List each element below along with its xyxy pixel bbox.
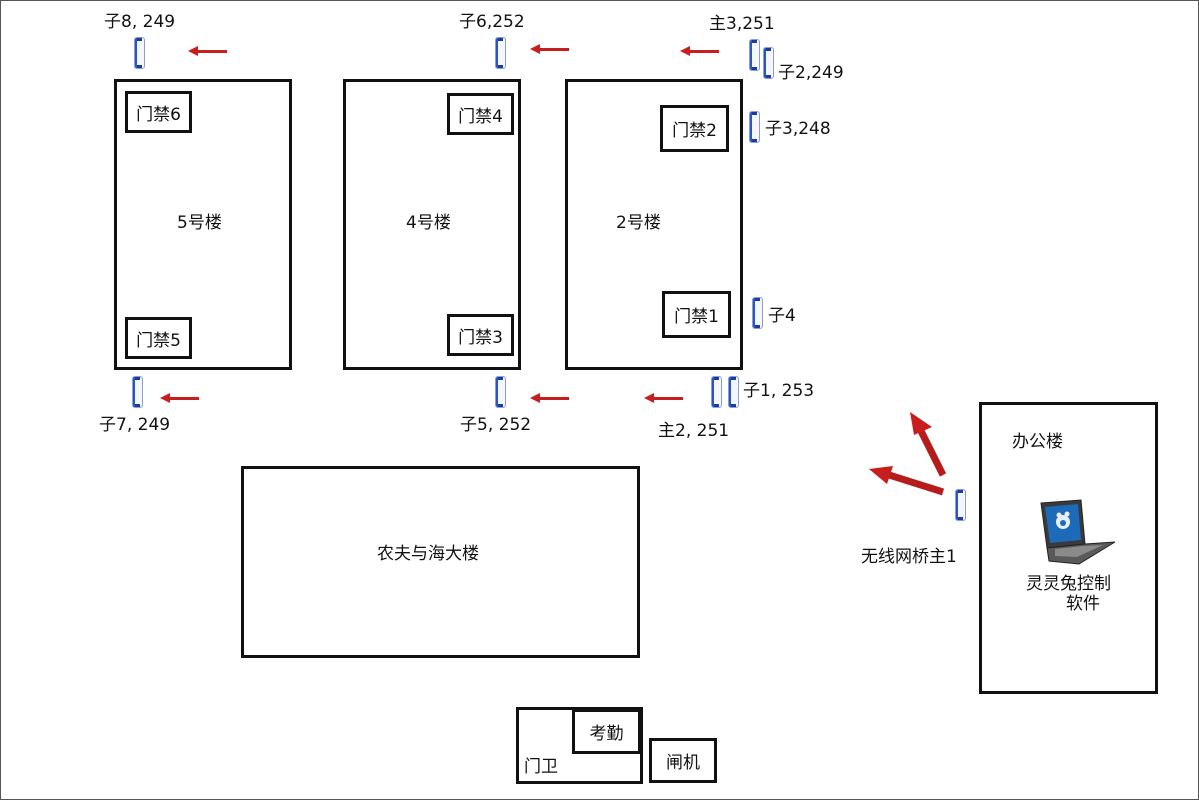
wireless-bridge-main-1 bbox=[955, 489, 966, 521]
wireless-node-zi1 bbox=[728, 376, 739, 408]
office-building-label: 办公楼 bbox=[1012, 432, 1063, 452]
control-software-label-line1: 灵灵兔控制 bbox=[1026, 574, 1111, 594]
access-door-3: 门禁3 bbox=[447, 314, 514, 356]
farmer-and-sea-building-label: 农夫与海大楼 bbox=[377, 544, 479, 564]
wireless-node-zi8 bbox=[134, 37, 145, 69]
arrow-left-icon bbox=[530, 393, 569, 403]
node-label-zi5: 子5, 252 bbox=[460, 415, 532, 435]
arrow-left-icon bbox=[680, 46, 719, 56]
arrow-left-icon bbox=[160, 393, 199, 403]
wireless-node-zi4 bbox=[752, 297, 763, 329]
farmer-and-sea-building bbox=[241, 466, 640, 658]
arrow-left-icon bbox=[644, 393, 683, 403]
wireless-node-zhu2 bbox=[711, 376, 722, 408]
node-label-zi1: 子1, 253 bbox=[743, 381, 815, 401]
building-5-label: 5号楼 bbox=[177, 213, 222, 233]
control-software-label-line2: 软件 bbox=[1066, 594, 1100, 614]
access-door-1: 门禁1 bbox=[662, 291, 731, 338]
node-label-bridge-main-1: 无线网桥主1 bbox=[861, 547, 957, 567]
wireless-node-zi5 bbox=[495, 376, 506, 408]
guard-house-label: 门卫 bbox=[524, 757, 558, 777]
access-door-6: 门禁6 bbox=[125, 91, 192, 133]
access-door-5: 门禁5 bbox=[125, 317, 192, 359]
node-label-zi6: 子6,252 bbox=[459, 12, 525, 32]
attendance-box: 考勤 bbox=[572, 709, 641, 754]
node-label-zhu3: 主3,251 bbox=[709, 14, 775, 34]
office-building bbox=[979, 402, 1158, 694]
wireless-node-zi6 bbox=[495, 37, 506, 69]
node-label-zi8: 子8, 249 bbox=[104, 12, 176, 32]
node-label-zi2: 子2,249 bbox=[778, 63, 844, 83]
wireless-node-zi2 bbox=[763, 47, 774, 79]
access-door-4: 门禁4 bbox=[447, 93, 514, 135]
building-4-label: 4号楼 bbox=[406, 213, 451, 233]
wireless-node-zi3 bbox=[749, 111, 760, 143]
access-door-2: 门禁2 bbox=[660, 105, 729, 152]
wireless-node-zi7 bbox=[132, 376, 143, 408]
turnstile-box: 闸机 bbox=[649, 738, 717, 783]
building-2-label: 2号楼 bbox=[616, 213, 661, 233]
node-label-zi3: 子3,248 bbox=[765, 119, 831, 139]
wireless-node-zhu3 bbox=[749, 39, 760, 71]
arrow-left-icon bbox=[869, 466, 945, 496]
node-label-zi4: 子4 bbox=[768, 306, 796, 326]
node-label-zhu2: 主2, 251 bbox=[658, 421, 730, 441]
arrow-left-icon bbox=[188, 46, 227, 56]
node-label-zi7: 子7, 249 bbox=[99, 415, 171, 435]
arrow-left-icon bbox=[530, 44, 569, 54]
arrow-up-left-icon bbox=[910, 412, 947, 477]
